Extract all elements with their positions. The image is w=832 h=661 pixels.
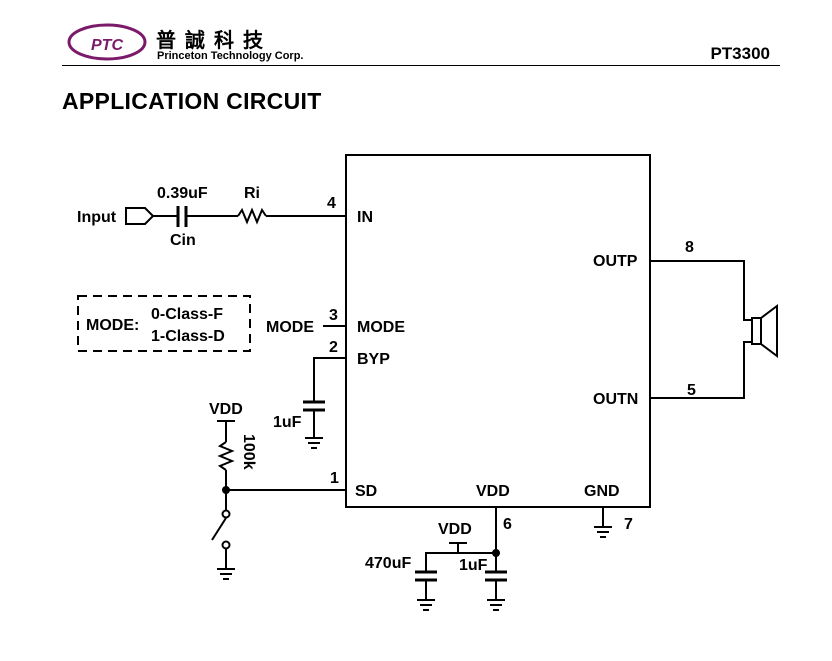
ri-resistor bbox=[237, 207, 267, 225]
vdd-top-label: VDD bbox=[209, 401, 243, 418]
company-name-cjk: 普誠科技 bbox=[156, 28, 272, 52]
pin-vdd-name: VDD bbox=[476, 483, 510, 500]
mode-legend-prefix: MODE: bbox=[86, 317, 139, 334]
switch-contact-top bbox=[221, 509, 231, 519]
pin-sd-name: SD bbox=[355, 483, 377, 500]
gnd-pin-ground-icon bbox=[594, 526, 612, 538]
switch-lever bbox=[211, 517, 227, 541]
wire-outn bbox=[650, 341, 752, 399]
pin-sd-number: 1 bbox=[330, 470, 339, 487]
pin-vdd-number: 6 bbox=[503, 516, 512, 533]
cap470-value: 470uF bbox=[365, 555, 411, 572]
pullup-res-value: 100k bbox=[240, 434, 257, 470]
company-name: Princeton Technology Corp. bbox=[157, 50, 304, 62]
cap470-ground-icon bbox=[417, 599, 435, 611]
pin-outp-name: OUTP bbox=[593, 253, 638, 270]
cap1uf-ground-icon bbox=[487, 599, 505, 611]
byp-cap-value: 1uF bbox=[273, 414, 302, 431]
pin-mode-name: MODE bbox=[357, 319, 405, 336]
wire-supply-rail bbox=[425, 552, 496, 572]
ic-body bbox=[345, 154, 651, 508]
input-label: Input bbox=[77, 209, 117, 226]
pin-mode-number: 3 bbox=[329, 307, 338, 324]
mode-signal-label: MODE bbox=[266, 319, 314, 336]
pin-outn-number: 5 bbox=[687, 382, 696, 399]
pin-in-number: 4 bbox=[327, 195, 336, 212]
mode-legend-box bbox=[77, 295, 251, 352]
cin-value: 0.39uF bbox=[157, 185, 208, 202]
mode-legend-class-f: 0-Class-F bbox=[151, 306, 223, 323]
wire-byp bbox=[313, 357, 346, 402]
wire-outp bbox=[650, 260, 752, 321]
mode-legend-class-d: 1-Class-D bbox=[151, 328, 225, 345]
pin-byp-name: BYP bbox=[357, 351, 390, 368]
ri-name: Ri bbox=[244, 185, 260, 202]
pin-gnd-name: GND bbox=[584, 483, 620, 500]
vdd-bottom-label: VDD bbox=[438, 521, 472, 538]
byp-ground-icon bbox=[305, 437, 323, 449]
ptc-logo-text: PTC bbox=[91, 37, 123, 54]
pin-outp-number: 8 bbox=[685, 239, 694, 256]
pin-byp-number: 2 bbox=[329, 339, 338, 356]
pin-outn-name: OUTN bbox=[593, 391, 638, 408]
ptc-logo: PTC bbox=[67, 23, 147, 61]
part-number: PT3300 bbox=[710, 44, 770, 63]
vdd-junction-dot bbox=[492, 549, 500, 557]
input-arrow-icon bbox=[125, 207, 155, 225]
pin-gnd-number: 7 bbox=[624, 516, 633, 533]
pullup-resistor bbox=[217, 441, 235, 471]
pin-in-name: IN bbox=[357, 209, 373, 226]
cin-name: Cin bbox=[170, 232, 196, 249]
switch-ground-icon bbox=[217, 568, 235, 580]
switch-contact-bottom bbox=[221, 540, 231, 550]
speaker-icon bbox=[751, 304, 778, 358]
page-title: APPLICATION CIRCUIT bbox=[62, 88, 322, 114]
cap1uf-value: 1uF bbox=[459, 557, 488, 574]
header-divider bbox=[62, 65, 780, 66]
